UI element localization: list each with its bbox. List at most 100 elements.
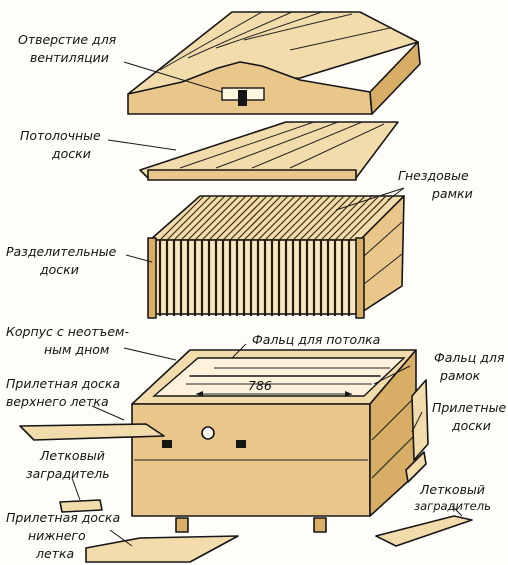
roof xyxy=(127,11,421,115)
roof-plank-line xyxy=(215,11,323,49)
frame-top-bar xyxy=(208,195,254,241)
leader-ceiling-rebate xyxy=(231,343,247,359)
label-vent-hole-2: вентиляции xyxy=(30,50,109,65)
leader-lines xyxy=(71,61,463,547)
body-side-seam xyxy=(371,397,415,441)
body-foot xyxy=(313,517,327,533)
ceiling-board-panel xyxy=(139,121,399,179)
label-landing-lower-3: летка xyxy=(35,546,74,561)
label-landing-right-1: Прилетные xyxy=(432,400,506,415)
frame-top-bar xyxy=(285,195,331,241)
frame-top-bar xyxy=(236,195,282,241)
label-landing-lower-1: Прилетная доска xyxy=(6,510,120,525)
frame-top-bar xyxy=(180,195,226,241)
frame-top-bar xyxy=(264,195,310,241)
label-vent-hole-1: Отверстие для xyxy=(18,32,117,47)
leader-landing-upper xyxy=(91,405,125,421)
divider-board-right xyxy=(355,237,365,319)
leader-frames-1 xyxy=(335,187,405,211)
label-divider-boards-1: Разделительные xyxy=(6,244,117,259)
frame-top-bar xyxy=(292,195,338,241)
ceiling-board-edge xyxy=(147,169,357,181)
upper-entrance-left xyxy=(162,440,172,448)
frame-top-bar xyxy=(257,195,303,241)
dimension-arrow-left xyxy=(196,391,203,397)
frame-top-bar xyxy=(194,195,240,241)
frame-top-bar xyxy=(348,195,394,241)
frame-top-bar xyxy=(278,195,324,241)
frames-side-line xyxy=(363,221,403,257)
label-nest-frames-2: рамки xyxy=(431,186,473,201)
hive-body: 786 xyxy=(131,349,429,533)
labels: Отверстие для вентиляции Потолочные доск… xyxy=(6,32,506,561)
side-landing-board-lower xyxy=(405,451,427,483)
label-divider-boards-2: доски xyxy=(39,262,79,277)
frame-bars xyxy=(158,195,394,316)
dimension-arrow-right xyxy=(345,391,352,397)
entrance-guard-right xyxy=(375,515,473,547)
roof-side xyxy=(369,41,421,115)
side-landing-board xyxy=(411,379,429,461)
frame-top-bar xyxy=(159,195,205,241)
body-side-seam xyxy=(371,435,415,479)
frame-top-bar xyxy=(243,195,289,241)
body-foot xyxy=(175,517,189,533)
leader-frame-rebate xyxy=(373,365,411,385)
leader-divider xyxy=(125,254,153,263)
frame-top-bar xyxy=(215,195,261,241)
frame-top-bar xyxy=(334,195,380,241)
frames-side-line xyxy=(363,253,403,285)
label-landing-upper-1: Прилетная доска xyxy=(6,376,120,391)
divider-board-left xyxy=(147,237,157,319)
roof-plank-line xyxy=(289,27,391,51)
ceiling-boards xyxy=(139,121,399,181)
label-nest-frames-1: Гнездовые xyxy=(398,168,469,183)
label-body-2: ным дном xyxy=(44,342,109,357)
upper-landing-board xyxy=(19,423,165,441)
frame-top-bar xyxy=(201,195,247,241)
leader-guard-right xyxy=(451,505,463,517)
ceiling-board-seam xyxy=(289,123,385,169)
ceiling-board-seam xyxy=(251,121,363,169)
frame-top-bar xyxy=(271,195,317,241)
label-landing-right-2: доски xyxy=(451,418,491,433)
label-guard-left-2: заградитель xyxy=(26,466,110,481)
label-guard-left-1: Летковый xyxy=(39,448,105,463)
nest-frames-block xyxy=(147,195,405,319)
vent-slider xyxy=(238,90,247,106)
frame-top-bar xyxy=(187,195,233,241)
leader-landing-lower xyxy=(109,529,133,547)
frame-top-bar xyxy=(229,195,275,241)
lower-landing-board xyxy=(85,535,239,563)
leader-landing-right xyxy=(411,411,423,433)
frame-top-bar xyxy=(327,195,373,241)
label-ceiling-boards-1: Потолочные xyxy=(20,128,101,143)
label-body-1: Корпус с неотъем- xyxy=(6,324,129,339)
leader-frames-2 xyxy=(387,187,405,201)
frame-top-bar xyxy=(250,195,296,241)
label-ceiling-rebate: Фальц для потолка xyxy=(252,332,380,347)
body-inner-opening xyxy=(152,357,406,397)
dimension-value: 786 xyxy=(248,378,272,393)
label-ceiling-boards-2: доски xyxy=(51,146,91,161)
label-landing-upper-2: верхнего летка xyxy=(6,394,109,409)
frame-top-bar xyxy=(306,195,352,241)
frame-top-bar xyxy=(313,195,359,241)
upper-entrance-right xyxy=(236,440,246,448)
ceiling-board-seam xyxy=(179,121,315,169)
leader-vent xyxy=(123,61,223,93)
frame-top-bar xyxy=(222,195,268,241)
roof-plank-line xyxy=(159,11,263,71)
label-frame-rebate-2: рамок xyxy=(439,368,481,383)
frame-top-bar xyxy=(166,195,212,241)
frame-top-bar xyxy=(299,195,345,241)
leader-ceiling xyxy=(107,139,177,151)
label-guard-right-1: Летковый xyxy=(419,482,485,497)
leader-guard-left xyxy=(71,477,81,501)
roof-plank-line xyxy=(187,11,293,59)
roof-plank-line xyxy=(243,13,353,41)
frame-top-bar xyxy=(341,195,387,241)
ceiling-board-seam xyxy=(215,121,339,169)
